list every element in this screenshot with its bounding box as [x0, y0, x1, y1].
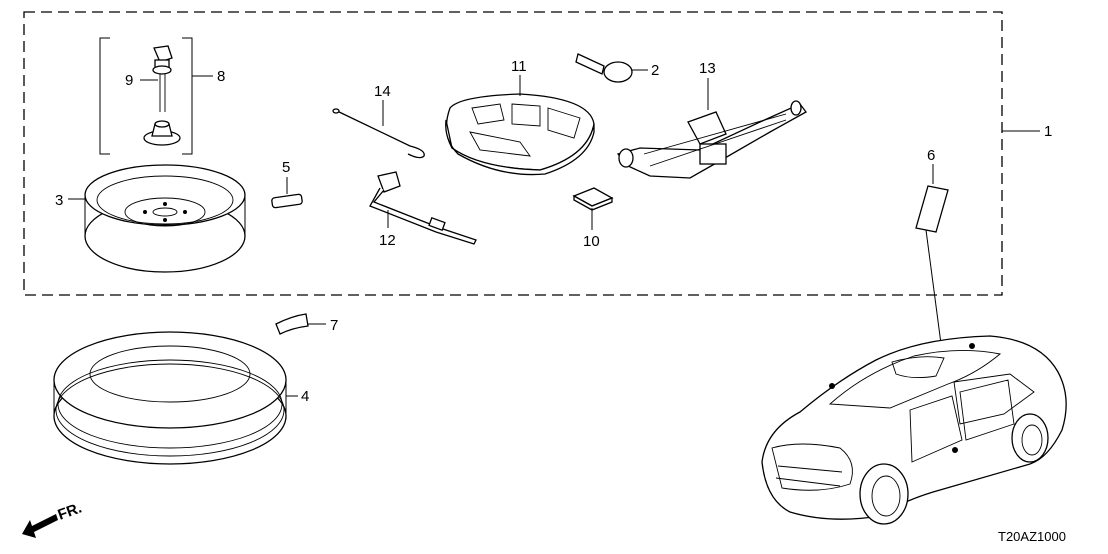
wheel-wrench-part [369, 171, 477, 245]
cap-part [575, 53, 648, 83]
bracket-8 [99, 37, 213, 155]
valve-part [271, 177, 303, 209]
hook-bar-part [332, 100, 425, 159]
callout-9: 9 [125, 72, 133, 89]
direction-label: FR. [56, 500, 85, 524]
callout-11: 11 [511, 58, 527, 75]
callout-12: 12 [379, 232, 396, 249]
tire-part [53, 331, 298, 465]
spare-wheel-part [68, 164, 246, 273]
callout-10: 10 [583, 233, 600, 250]
callout-6: 6 [927, 147, 935, 164]
pad-part [572, 187, 614, 230]
callout-7: 7 [330, 317, 338, 334]
callout-3: 3 [55, 192, 63, 209]
tool-tray-part [445, 75, 595, 176]
callout-14: 14 [374, 83, 391, 100]
kit-boundary-box [23, 11, 1003, 296]
wing-nut-part [143, 120, 181, 146]
figure-code: T20AZ1000 [998, 529, 1066, 544]
callout-5: 5 [282, 159, 290, 176]
callout-2: 2 [651, 62, 659, 79]
car-illustration [761, 335, 1067, 525]
callout-4: 4 [301, 388, 309, 405]
callout-13: 13 [699, 60, 716, 77]
wheel-bolt-part [140, 45, 173, 112]
sticker-part [275, 313, 326, 335]
callout-1: 1 [1044, 123, 1052, 140]
callout-8: 8 [217, 68, 225, 85]
scissor-jack-part [616, 78, 807, 179]
front-direction-arrow: FR. [22, 500, 84, 538]
